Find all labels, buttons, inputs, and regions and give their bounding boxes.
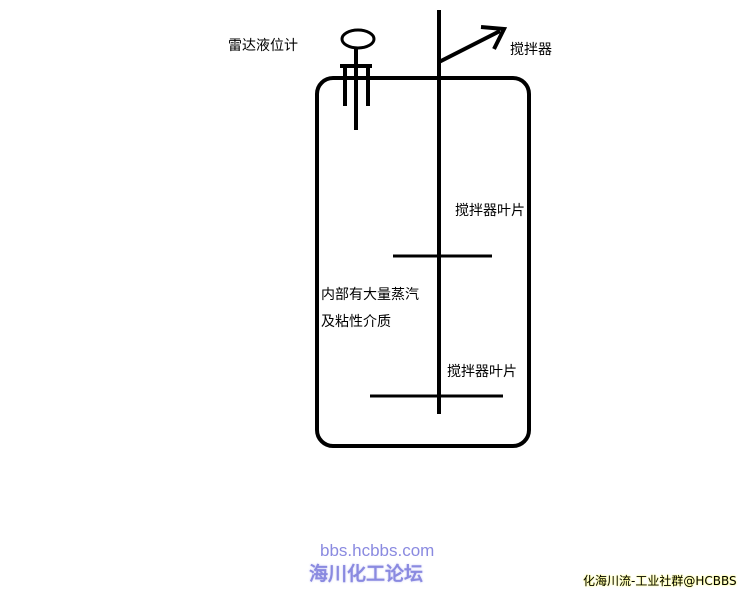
agitator-label: 搅拌器	[510, 42, 552, 58]
credit-text: 化海川流-工业社群@HCBBS	[583, 574, 737, 588]
agitator-blade-lower-label: 搅拌器叶片	[447, 364, 517, 380]
agitator-arrow-line	[438, 29, 501, 64]
contents-label-line1: 内部有大量蒸汽	[321, 287, 419, 303]
agitator-blade-upper-label: 搅拌器叶片	[455, 203, 525, 219]
vessel-body	[315, 76, 531, 448]
radar-level-gauge-label: 雷达液位计	[228, 38, 298, 54]
agitator-arrow-head	[480, 25, 508, 50]
contents-label-line2: 及粘性介质	[321, 314, 391, 330]
watermark-name: 海川化工论坛	[309, 563, 424, 585]
watermark-url: bbs.hcbbs.com	[320, 541, 435, 560]
radar-gauge-head	[340, 28, 376, 50]
